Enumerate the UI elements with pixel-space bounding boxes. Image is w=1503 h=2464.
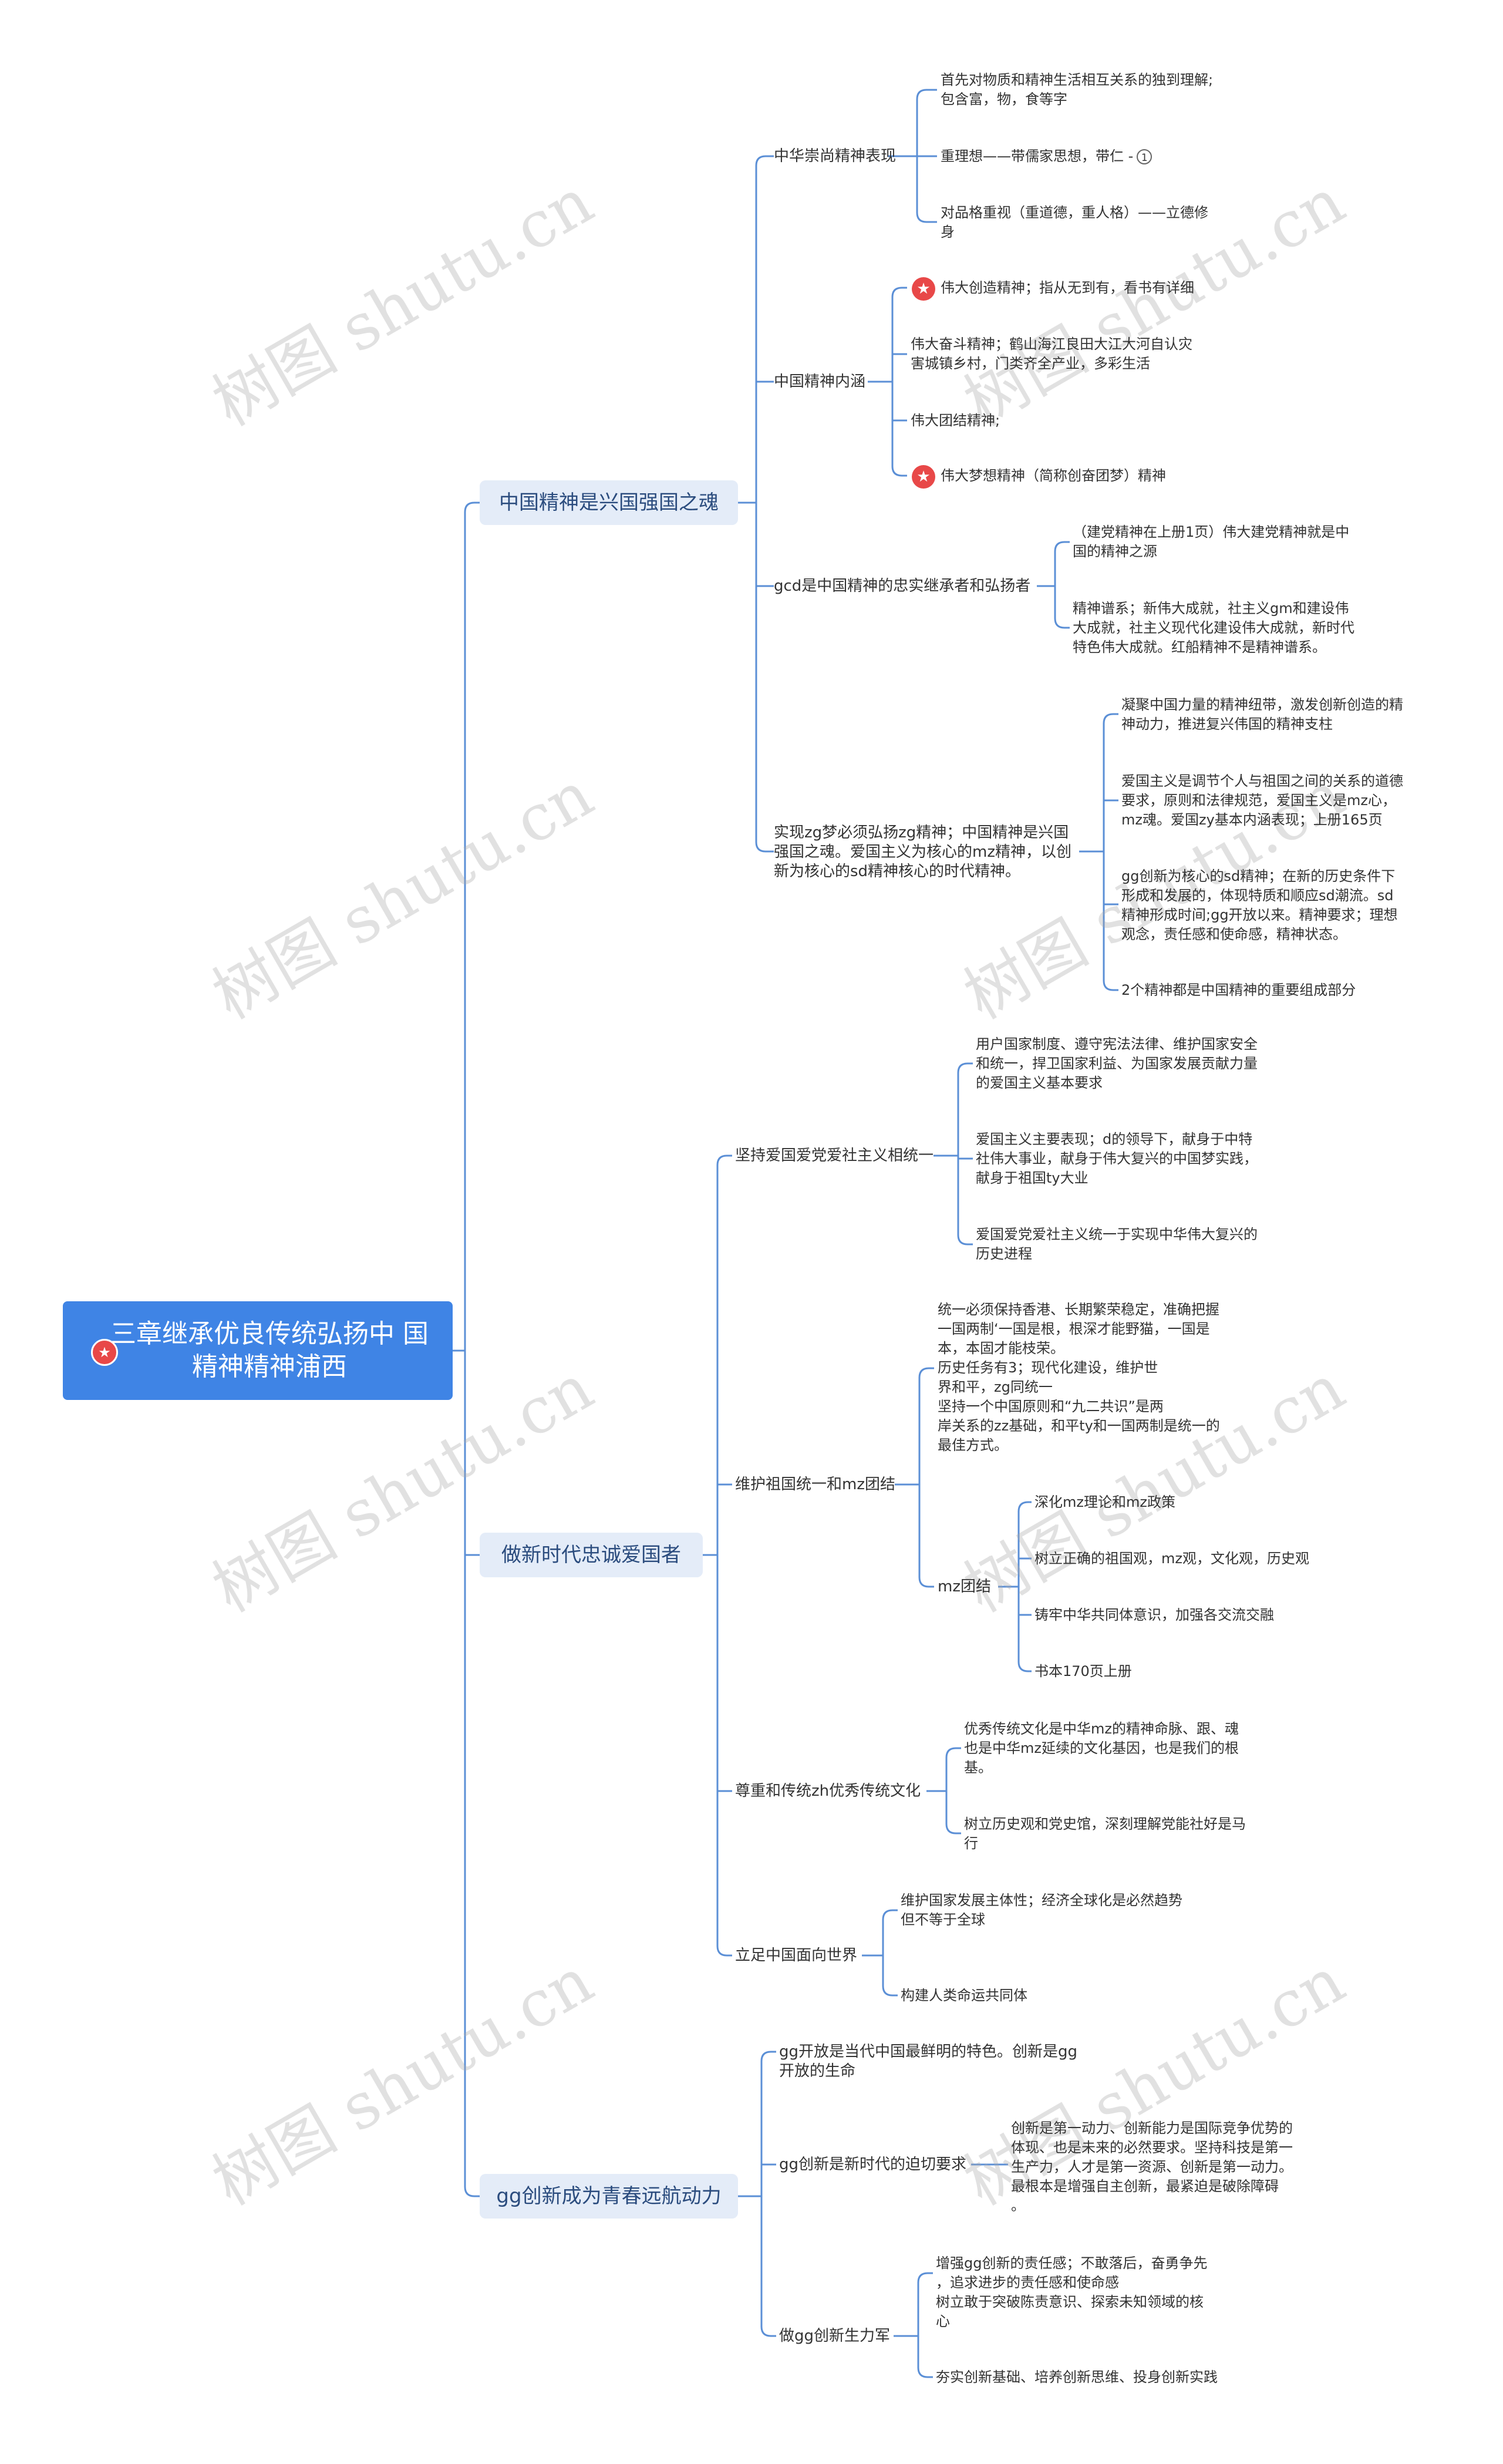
connector (755, 155, 774, 166)
leaf[interactable]: 重理想——带儒家思想，带仁 -1 (941, 147, 1152, 166)
topic-innovation-requirement[interactable]: gg创新是新时代的迫切要求 (779, 2156, 967, 2173)
leaf[interactable]: 对品格重视（重道德，重人格）——立德修 身 (941, 204, 1208, 240)
leaf[interactable]: 爱国爱党爱社主义统一于实现中华伟大复兴的 历史进程 (976, 1226, 1258, 1262)
star-icon: ★ (912, 277, 935, 301)
leaf[interactable]: 增强gg创新的责任感；不敢落后，奋勇争先 ，追求进步的责任感和使命感 树立敢于突… (936, 2255, 1208, 2330)
topic-face-world[interactable]: 立足中国面向世界 (735, 1947, 858, 1964)
leaf[interactable]: 深化mz理论和mz政策 (1034, 1494, 1175, 1510)
leaf[interactable]: 2个精神都是中国精神的重要组成部分 (1121, 982, 1356, 998)
connector (1103, 980, 1118, 991)
branch-patriot[interactable]: 做新时代忠诚爱国者 (480, 1533, 703, 1577)
connector (957, 1062, 973, 1073)
connector (918, 1577, 934, 1588)
connector (917, 2272, 933, 2283)
connector (1054, 618, 1070, 629)
connector (882, 1909, 898, 1920)
connector (464, 501, 480, 513)
topic-gcd-inheritor[interactable]: gcd是中国精神的忠实继承者和弘扬者 (774, 577, 1031, 595)
note-badge-icon[interactable]: 1 (1137, 149, 1152, 164)
connector (716, 1945, 732, 1957)
connector (945, 1747, 961, 1758)
star-icon: ★ (912, 465, 935, 489)
connector (1017, 1501, 1032, 1512)
leaf[interactable]: 创新是第一动力、创新能力是国际竞争优势的 体现、也是未来的必然要求。坚持科技是第… (1011, 2120, 1293, 2214)
leaf[interactable]: gg创新为核心的sd精神；在新的历史条件下 形成和发展的，体现特质和顺应sd潮流… (1121, 868, 1398, 942)
connector (1103, 713, 1118, 724)
root-title: 三章继承优良传统弘扬中 国精神精神浦西 (110, 1319, 429, 1382)
leaf[interactable]: 统一必须保持香港、长期繁荣稳定，准确把握 一国两制‘一国是根，根深才能野猫，一国… (938, 1301, 1220, 1453)
topic-realize-dream[interactable]: 实现zg梦必须弘扬zg精神；中国精神是兴国 强国之魂。爱国主义为核心的mz精神，… (774, 824, 1071, 880)
leaf[interactable]: 爱国主义是调节个人与祖国之间的关系的道德 要求，原则和法律规范，爱国主义是mz心… (1121, 773, 1403, 828)
leaf[interactable]: 伟大团结精神; (911, 412, 1000, 429)
branch-innovation[interactable]: gg创新成为青春远航动力 (480, 2174, 738, 2219)
branch-spirit-of-china[interactable]: 中国精神是兴国强国之魂 (480, 480, 738, 525)
connector (760, 2326, 776, 2337)
leaf[interactable]: 书本170页上册 (1034, 1663, 1132, 1679)
topic-national-unity[interactable]: 维护祖国统一和mz团结 (735, 1476, 895, 1493)
connector (918, 1367, 934, 1378)
connector (882, 1985, 898, 1997)
topic-reform-opening[interactable]: gg开放是当代中国最鲜明的特色。创新是gg 开放的生命 (779, 2043, 1078, 2080)
leaf-text: 重理想——带儒家思想，带仁 (941, 148, 1124, 164)
leaf[interactable]: 精神谱系；新伟大成就，社主义gm和建设伟 大成就，社主义现代化建设伟大成就，新时… (1073, 600, 1354, 655)
connector (916, 89, 937, 100)
connector (760, 2051, 776, 2062)
leaf[interactable]: 维护国家发展主体性；经济全球化是必然趋势 但不等于全球 (901, 1892, 1182, 1928)
leaf[interactable]: 凝聚中国力量的精神纽带，激发创新创造的精 神动力，推进复兴伟国的精神支柱 (1121, 696, 1403, 732)
leaf[interactable]: 伟大奋斗精神；鹤山海江良田大江大河自认灾 害城镇乡村，门类齐全产业，多彩生活 (911, 336, 1192, 372)
connector (917, 2367, 933, 2378)
leaf[interactable]: 首先对物质和精神生活相互关系的独到理解; 包含富，物，食等字 (941, 72, 1214, 107)
topic-chinese-spirit-expression[interactable]: 中华崇尚精神表现 (774, 147, 897, 165)
connector (1054, 541, 1070, 552)
connector (945, 1823, 961, 1834)
connector (716, 1154, 732, 1166)
topic-mz-unity[interactable]: mz团结 (938, 1578, 991, 1595)
topic-patriotism-unity[interactable]: 坚持爱国爱党爱社主义相统一 (735, 1147, 934, 1164)
leaf[interactable]: 伟大创造精神；指从无到有，看书有详细 (941, 280, 1194, 296)
leaf[interactable]: 用户国家制度、遵守宪法法律、维护国家安全 和统一，捍卫国家利益、为国家发展贡献力… (976, 1036, 1258, 1091)
leaf[interactable]: 爱国主义主要表现；d的领导下，献身于中特 社伟大事业，献身于伟大复兴的中国梦实践… (976, 1131, 1258, 1186)
connector (755, 841, 774, 853)
leaf[interactable]: 铸牢中华共同体意识，加强各交流交融 (1034, 1607, 1274, 1623)
leaf[interactable]: 树立正确的祖国观，mz观，文化观，历史观 (1034, 1550, 1309, 1567)
topic-chinese-spirit-content[interactable]: 中国精神内涵 (774, 373, 866, 391)
connector (916, 212, 937, 223)
star-icon: ★ (91, 1339, 118, 1366)
leaf[interactable]: 构建人类命运共同体 (901, 1987, 1027, 2004)
leaf[interactable]: （建党精神在上册1页）伟大建党精神就是中 国的精神之源 (1073, 524, 1350, 560)
connector (891, 287, 907, 298)
topic-innovation-army[interactable]: 做gg创新生力军 (779, 2327, 891, 2345)
connector (1017, 1661, 1032, 1672)
leaf[interactable]: 夯实创新基础、培养创新思维、投身创新实践 (936, 2369, 1218, 2385)
leaf[interactable]: 伟大梦想精神（简称创奋团梦）精神 (941, 467, 1166, 484)
leaf[interactable]: 优秀传统文化是中华mz的精神命脉、跟、魂 也是中华mz延续的文化基因，也是我们的… (964, 1721, 1239, 1776)
leaf[interactable]: 树立历史观和党史馆，深刻理解党能社好是马 行 (964, 1816, 1246, 1852)
connector (464, 2186, 480, 2197)
topic-traditional-culture[interactable]: 尊重和传统zh优秀传统文化 (735, 1782, 921, 1800)
root-topic[interactable]: ★ 三章继承优良传统弘扬中 国精神精神浦西 (63, 1301, 453, 1400)
connector (957, 1234, 973, 1246)
connector (891, 466, 907, 477)
